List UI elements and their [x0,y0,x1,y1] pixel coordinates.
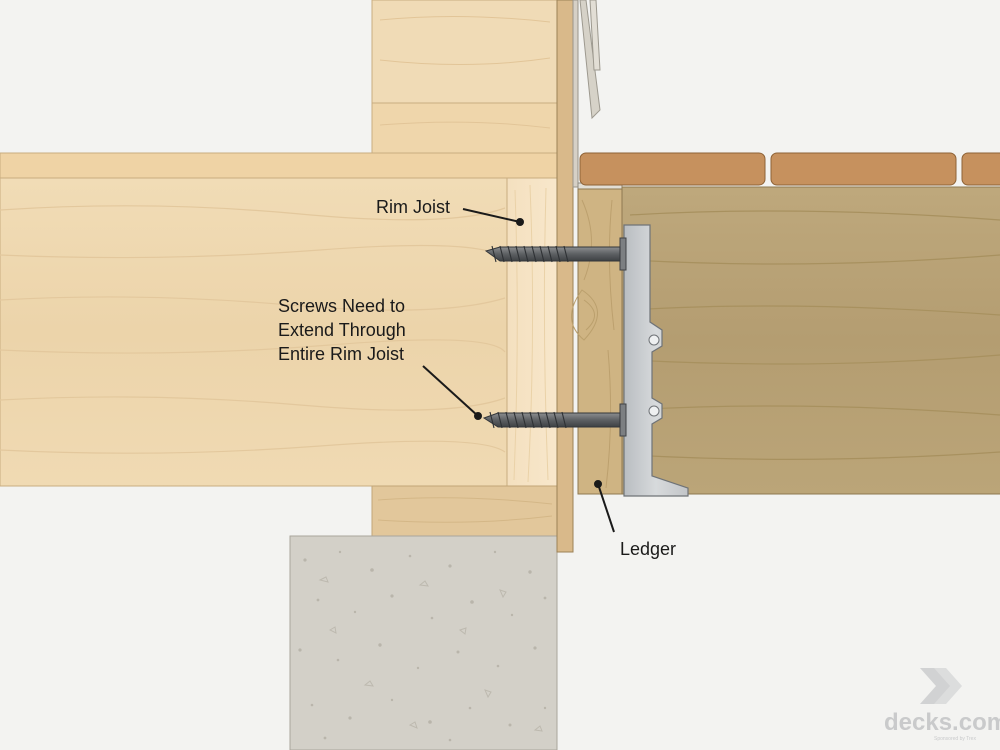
screws-label-line1: Screws Need to [278,296,405,316]
rim-joist [506,177,558,487]
joist-hanger [623,224,689,497]
callout-leaders [422,208,615,533]
concrete-foundation [289,535,558,750]
upper-wall-framing [371,0,558,154]
upper-screw [484,237,627,271]
deck-joist [621,186,1000,495]
brand-name: decks.com [884,709,1000,736]
rim-joist-label: Rim Joist [376,197,450,217]
screws-label-line2: Extend Through [278,320,406,340]
sill-plate [371,485,558,537]
lower-screw [482,403,627,437]
decking-boards [579,152,1000,186]
decks-chevron-logo-icon [920,668,962,704]
brand-tagline: Sponsored by Trex [934,736,976,742]
subfloor [0,152,558,179]
screws-label-line3: Entire Rim Joist [278,344,404,364]
floor-joist [0,177,508,487]
ledger-board [571,188,623,495]
wall-sheathing [556,0,579,553]
ledger-label: Ledger [620,539,676,559]
